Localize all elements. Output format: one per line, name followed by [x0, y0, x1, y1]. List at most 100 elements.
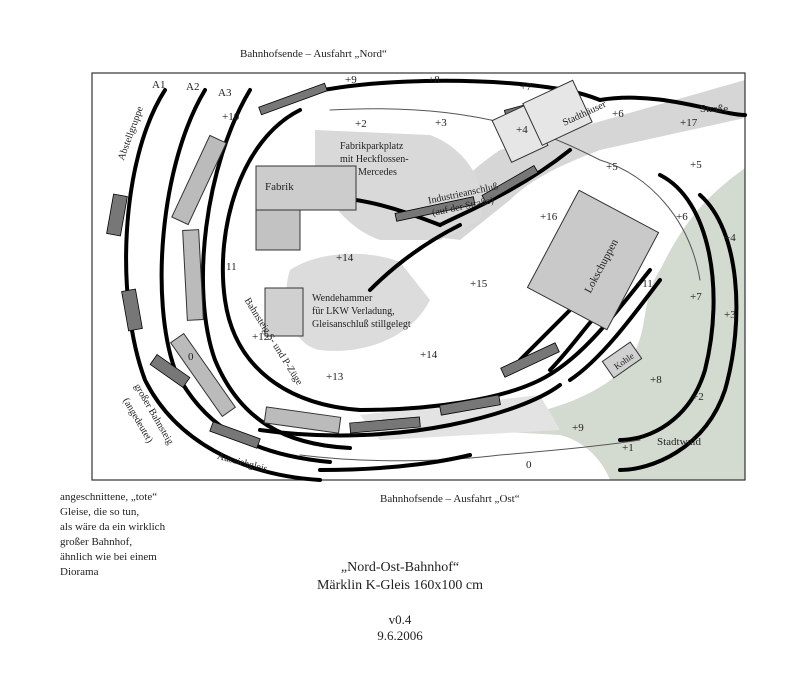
- platform-1: [171, 134, 227, 226]
- track-p4b-label: +4: [724, 232, 736, 244]
- track-plus3: [599, 159, 701, 281]
- track-plus4b: [618, 193, 739, 472]
- plan-title: „Nord-Ost-Bahnhof“: [340, 560, 460, 575]
- track-p5b-label: +5: [690, 159, 702, 171]
- track-p6-label: +6: [612, 108, 624, 120]
- parking-area: [315, 130, 483, 240]
- platform-3: [169, 332, 237, 418]
- switches: [106, 82, 560, 449]
- street-area: [420, 80, 745, 240]
- note-line: Gleise, die so tun,: [60, 506, 140, 518]
- track-0a-label: 0: [188, 351, 194, 363]
- track-11-label: 11: [226, 261, 237, 273]
- track-a3-label: A3: [218, 87, 232, 99]
- switch-sw-2: [209, 421, 261, 449]
- track-a1: [124, 88, 322, 482]
- plan-date: 9.6.2006: [377, 628, 423, 643]
- pull-track-label: Ausziehgleis: [216, 451, 269, 475]
- track-p10-label: +10: [222, 111, 240, 123]
- track-a2-label: A2: [186, 81, 199, 93]
- switch-west-2: [121, 288, 143, 332]
- track-wende: [368, 223, 462, 292]
- turnaround-building: [264, 287, 304, 337]
- track-pull: [258, 383, 562, 438]
- track-p7-label: +7: [520, 81, 532, 93]
- track-inner-main: [220, 108, 362, 412]
- track-plus6: [618, 173, 716, 442]
- track-p2-label: +2: [355, 118, 367, 130]
- plan-version: v0.4: [388, 612, 412, 627]
- switch-industry: [394, 196, 476, 222]
- turnaround-label-3: Gleisanschluß stillgelegt: [312, 319, 411, 330]
- loco-shed-building: [526, 189, 660, 331]
- note-text: angeschnittene, „tote“ Gleise, die so tu…: [60, 490, 220, 580]
- switch-west-1: [106, 193, 128, 237]
- track-p9-label: +9: [345, 74, 357, 86]
- track-0b-label: 0: [526, 459, 532, 471]
- track-p6b-label: +6: [676, 211, 688, 223]
- track-a2: [159, 88, 332, 464]
- coal-bunker: [601, 341, 643, 379]
- factory-annex: [255, 209, 301, 251]
- city-forest-area: [470, 168, 745, 480]
- track-numbers: A1 A2 A3 +9 +8 +7 +6 +17 +2 +3 +4 +5 +5 …: [152, 74, 736, 471]
- track-p1-label: +1: [622, 442, 634, 454]
- city-houses-2: [522, 79, 593, 146]
- plan-subtitle: Märklin K-Gleis 160x100 cm: [316, 578, 484, 593]
- city-forest-label: Stadtwald: [657, 436, 701, 448]
- track-p8b-label: +8: [650, 374, 662, 386]
- holding-group-label: Abstellgruppe: [116, 104, 146, 162]
- note-line: großer Bahnhof,: [60, 536, 133, 548]
- switch-shed: [500, 342, 560, 378]
- platform-2: [182, 229, 204, 321]
- track-p3-label: +3: [435, 117, 447, 129]
- parking-label-2: mit Heckflossen-: [340, 154, 409, 165]
- track-industry-spur: [438, 148, 572, 227]
- track-p4a-label: +4: [516, 124, 528, 136]
- track-p14b-label: +14: [420, 349, 438, 361]
- pull-track-area: [360, 395, 560, 440]
- track-p14a-label: +14: [336, 252, 354, 264]
- platform-4: [263, 406, 342, 434]
- switch-bottom-2: [439, 394, 501, 416]
- track-p13-label: +13: [326, 371, 344, 383]
- track-east-curve: [598, 95, 747, 117]
- track-p16-label: +16: [540, 211, 558, 223]
- track-p2b-label: +2: [692, 391, 704, 403]
- note-line: ähnlich wie bei einem: [60, 551, 157, 563]
- track-p3b-label: +3: [724, 309, 736, 321]
- switch-sw-1: [149, 354, 191, 388]
- parking-label-3: Mercedes: [358, 167, 397, 178]
- track-p5a-label: +5: [606, 161, 618, 173]
- track-p17-label: +17: [680, 117, 698, 129]
- track-a3: [201, 88, 352, 450]
- note-line: als wäre da ein wirklich: [60, 521, 166, 533]
- note-line: angeschnittene, „tote“: [60, 491, 158, 503]
- track-p15-label: +15: [470, 278, 488, 290]
- switch-industry-2: [481, 164, 539, 204]
- turnaround-label-1: Wendehammer: [312, 293, 373, 304]
- track-bottom-main: [318, 453, 472, 472]
- switch-bottom-1: [349, 416, 421, 434]
- track-p12-label: +12: [252, 331, 269, 343]
- turnaround-area: [286, 253, 430, 351]
- parking-label-1: Fabrikparkplatz: [340, 141, 404, 152]
- factory-building: [255, 165, 357, 211]
- track-p8-label: +8: [428, 74, 440, 86]
- track-p9b-label: +9: [572, 422, 584, 434]
- track-a1-label: A1: [152, 79, 165, 91]
- east-exit-label: Bahnhofsende – Ausfahrt „Ost“: [380, 493, 520, 505]
- buildings: [169, 79, 660, 434]
- board-frame: [91, 72, 746, 481]
- track-p7b-label: +7: [690, 291, 702, 303]
- switch-nw: [258, 82, 328, 116]
- factory-label: Fabrik: [265, 181, 294, 193]
- street-label: Straße: [700, 103, 728, 115]
- north-exit-label: Bahnhofsende – Ausfahrt „Nord“: [240, 48, 387, 60]
- track-shed-3: [568, 278, 662, 382]
- note-line: Diorama: [60, 566, 99, 578]
- track-bottom: [299, 439, 641, 462]
- track-p11-label: +11: [636, 278, 653, 290]
- turnaround-label-2: für LKW Verladung,: [312, 306, 395, 317]
